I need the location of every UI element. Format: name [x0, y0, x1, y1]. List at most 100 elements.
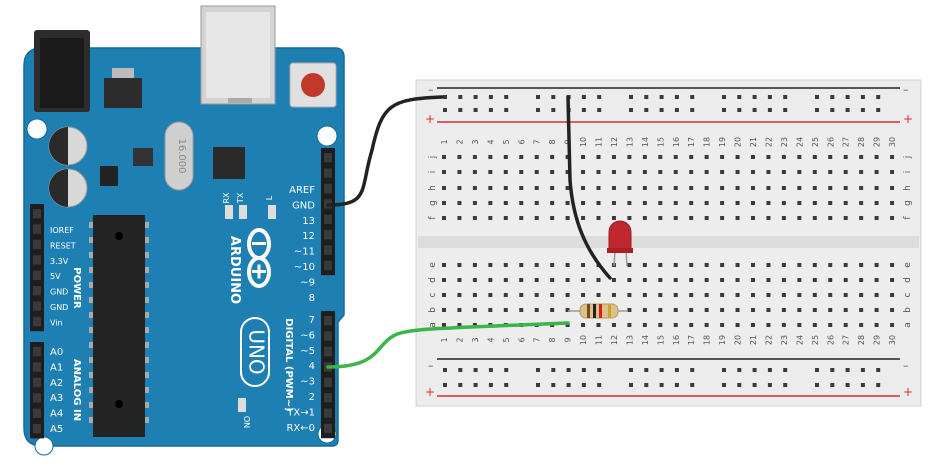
breadboard-hole[interactable] [442, 263, 446, 267]
header-pin[interactable] [324, 377, 332, 387]
breadboard-hole[interactable] [472, 308, 477, 312]
breadboard-hole[interactable] [642, 170, 647, 174]
breadboard-hole[interactable] [473, 108, 478, 112]
breadboard-hole[interactable] [720, 278, 725, 282]
breadboard-hole[interactable] [581, 170, 586, 174]
breadboard-hole[interactable] [766, 216, 771, 220]
breadboard-hole[interactable] [860, 368, 865, 372]
breadboard-hole[interactable] [596, 186, 601, 190]
header-pin[interactable] [324, 183, 332, 194]
breadboard-hole[interactable] [843, 155, 848, 159]
breadboard-hole[interactable] [797, 155, 802, 159]
breadboard-hole[interactable] [658, 201, 663, 205]
breadboard-hole[interactable] [642, 308, 647, 312]
header-pin[interactable] [324, 214, 332, 224]
breadboard-hole[interactable] [581, 383, 586, 387]
power-jack[interactable] [34, 30, 90, 112]
breadboard-hole[interactable] [457, 201, 462, 205]
breadboard-hole[interactable] [658, 186, 663, 190]
breadboard-hole[interactable] [488, 278, 493, 282]
breadboard-hole[interactable] [781, 293, 786, 297]
breadboard-hole[interactable] [611, 186, 616, 190]
breadboard-hole[interactable] [519, 293, 524, 297]
breadboard-hole[interactable] [551, 368, 556, 372]
breadboard-hole[interactable] [611, 201, 616, 205]
breadboard-hole[interactable] [735, 293, 740, 297]
breadboard-hole[interactable] [504, 95, 509, 99]
breadboard-hole[interactable] [859, 308, 864, 312]
breadboard-hole[interactable] [797, 278, 802, 282]
breadboard-hole[interactable] [565, 308, 570, 312]
header-pin[interactable] [324, 316, 332, 326]
breadboard-hole[interactable] [890, 293, 895, 297]
breadboard-hole[interactable] [581, 95, 586, 99]
breadboard-hole[interactable] [783, 95, 788, 99]
resistor[interactable] [568, 303, 628, 319]
breadboard-hole[interactable] [735, 216, 740, 220]
breadboard-hole[interactable] [597, 383, 602, 387]
breadboard-hole[interactable] [659, 368, 664, 372]
arduino-board[interactable]: 16.000 RX TX L ARDUINO UNO ON DIGITAL (P… [23, 5, 345, 456]
breadboard-hole[interactable] [644, 383, 649, 387]
breadboard-hole[interactable] [534, 216, 539, 220]
breadboard-hole[interactable] [859, 186, 864, 190]
breadboard-hole[interactable] [812, 170, 817, 174]
breadboard-hole[interactable] [828, 201, 833, 205]
header-pin[interactable] [33, 377, 41, 388]
breadboard-hole[interactable] [596, 323, 601, 327]
analog-header[interactable] [30, 342, 44, 439]
breadboard-hole[interactable] [472, 155, 477, 159]
breadboard-hole[interactable] [735, 308, 740, 312]
breadboard-hole[interactable] [550, 201, 555, 205]
header-pin[interactable] [324, 393, 332, 403]
breadboard-hole[interactable] [565, 201, 570, 205]
breadboard-hole[interactable] [597, 108, 602, 112]
breadboard-hole[interactable] [442, 155, 446, 159]
breadboard-hole[interactable] [642, 263, 647, 267]
breadboard-hole[interactable] [597, 95, 602, 99]
breadboard-hole[interactable] [534, 278, 539, 282]
breadboard-hole[interactable] [751, 323, 755, 327]
breadboard-hole[interactable] [689, 323, 694, 327]
breadboard-hole[interactable] [642, 186, 647, 190]
breadboard-hole[interactable] [812, 308, 817, 312]
breadboard-hole[interactable] [781, 170, 786, 174]
breadboard-hole[interactable] [876, 368, 881, 372]
breadboard-hole[interactable] [722, 108, 726, 112]
breadboard-hole[interactable] [550, 308, 555, 312]
breadboard-hole[interactable] [781, 263, 786, 267]
breadboard-hole[interactable] [596, 278, 601, 282]
breadboard-hole[interactable] [629, 95, 633, 99]
breadboard-hole[interactable] [442, 216, 446, 220]
breadboard-hole[interactable] [503, 308, 508, 312]
breadboard-hole[interactable] [812, 293, 817, 297]
breadboard-hole[interactable] [504, 108, 509, 112]
breadboard-hole[interactable] [704, 186, 709, 190]
breadboard-hole[interactable] [843, 278, 848, 282]
breadboard-hole[interactable] [890, 155, 895, 159]
breadboard-hole[interactable] [519, 216, 524, 220]
breadboard-hole[interactable] [536, 383, 540, 387]
breadboard-hole[interactable] [815, 368, 819, 372]
breadboard-hole[interactable] [658, 216, 663, 220]
breadboard-hole[interactable] [815, 383, 819, 387]
breadboard-hole[interactable] [488, 308, 493, 312]
breadboard-hole[interactable] [673, 155, 678, 159]
breadboard-hole[interactable] [458, 95, 463, 99]
breadboard-hole[interactable] [704, 155, 709, 159]
signal-wire[interactable] [326, 321, 570, 369]
breadboard-hole[interactable] [674, 368, 679, 372]
breadboard-hole[interactable] [689, 308, 694, 312]
breadboard-hole[interactable] [534, 293, 539, 297]
breadboard-hole[interactable] [843, 186, 848, 190]
breadboard-hole[interactable] [752, 368, 757, 372]
breadboard-hole[interactable] [689, 155, 694, 159]
header-pin[interactable] [33, 286, 41, 296]
breadboard-hole[interactable] [457, 278, 462, 282]
breadboard-hole[interactable] [766, 293, 771, 297]
breadboard-hole[interactable] [828, 216, 833, 220]
breadboard-hole[interactable] [503, 216, 508, 220]
breadboard-hole[interactable] [674, 108, 679, 112]
breadboard-hole[interactable] [859, 201, 864, 205]
breadboard-hole[interactable] [690, 368, 695, 372]
